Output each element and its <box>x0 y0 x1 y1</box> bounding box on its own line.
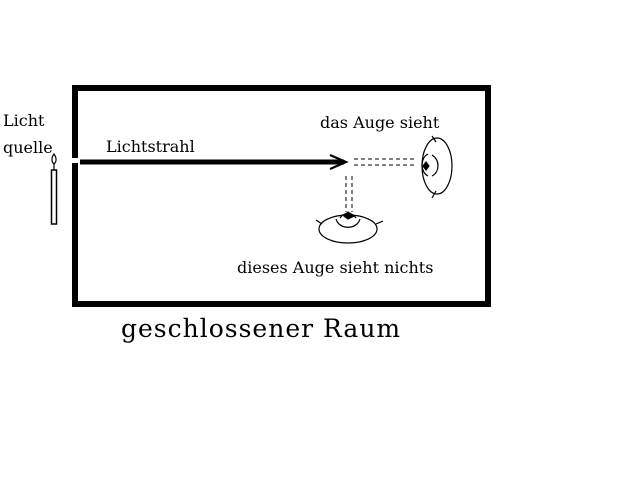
eye-icon <box>421 135 453 199</box>
eye-sees-label: das Auge sieht <box>320 113 440 132</box>
closed-room-label: geschlossener Raum <box>121 314 401 343</box>
sight-line-to-right-eye <box>354 158 414 166</box>
room-walls <box>72 85 491 307</box>
light-ray-arrow <box>80 153 349 171</box>
candle-icon <box>50 152 58 225</box>
light-source-label-line2: quelle <box>3 138 53 157</box>
eye-sees-nothing-label: dieses Auge sieht nichts <box>237 258 433 277</box>
sight-line-to-lower-eye <box>345 176 353 212</box>
light-ray-label: Lichtstrahl <box>106 137 195 156</box>
eye-icon <box>315 211 384 244</box>
light-source-label: Licht <box>3 111 45 130</box>
room-wall-upper <box>72 85 491 307</box>
